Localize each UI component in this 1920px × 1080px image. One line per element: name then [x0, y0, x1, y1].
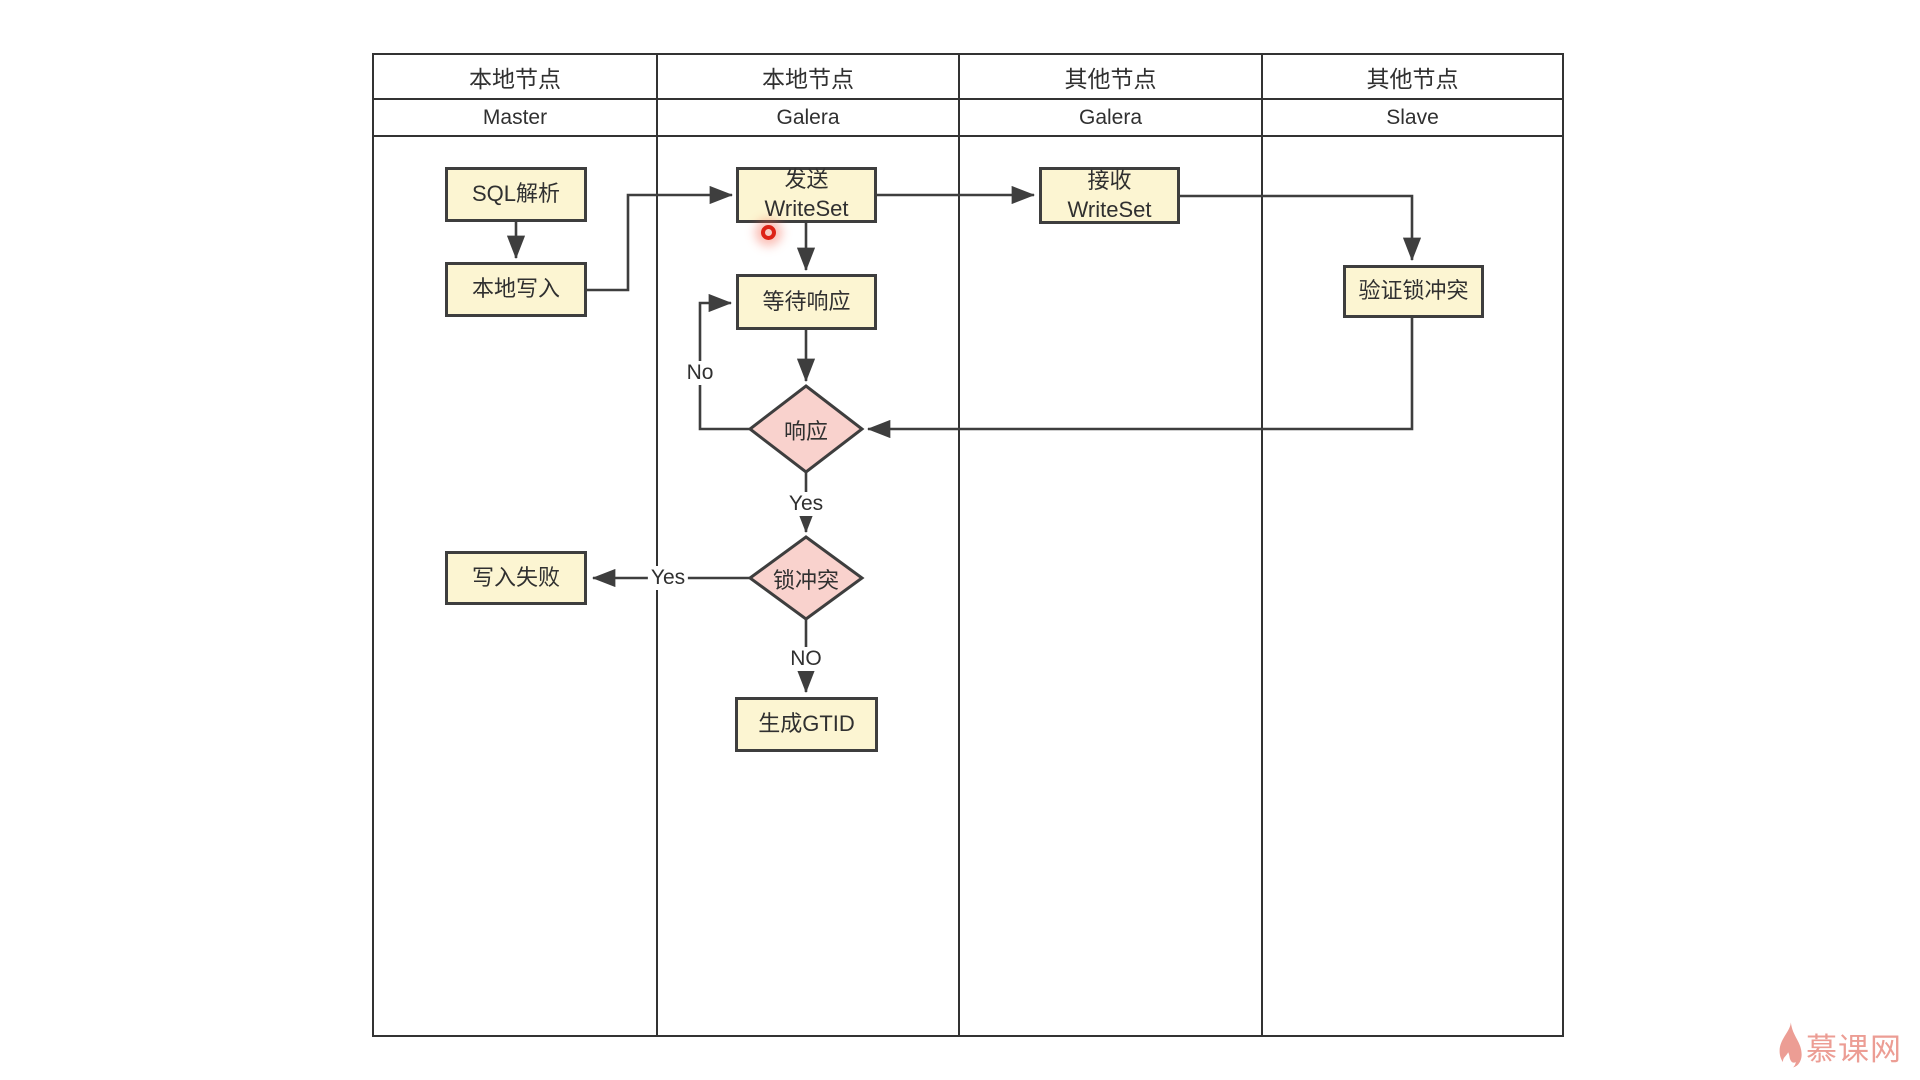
- lane-header-local-master: 本地节点: [374, 55, 658, 100]
- node-send-writeset: 发送 WriteSet: [736, 167, 877, 223]
- lane-subtitle: Galera: [776, 105, 840, 129]
- lane-subtitle: Slave: [1386, 105, 1439, 129]
- edge-label-yes-response: Yes: [785, 492, 827, 516]
- lane-title: 其他节点: [1064, 65, 1157, 92]
- lane-header-other-slave: 其他节点: [1263, 55, 1562, 100]
- node-verify-lock-conflict: 验证锁冲突: [1343, 265, 1484, 318]
- laser-pointer-dot: [761, 225, 776, 240]
- lane-subtitle: Galera: [1078, 105, 1143, 129]
- node-sql-parse: SQL解析: [445, 167, 587, 222]
- node-wait-response: 等待响应: [736, 274, 877, 330]
- node-write-fail: 写入失败: [445, 551, 587, 605]
- lane-title: 本地节点: [762, 65, 854, 92]
- edge-label-yes-conflict: Yes: [647, 566, 689, 590]
- lane-header-local-galera: 本地节点: [658, 55, 960, 100]
- node-local-write: 本地写入: [445, 262, 587, 317]
- decision-lock-conflict-label: 锁冲突: [772, 568, 840, 593]
- node-generate-gtid: 生成GTID: [735, 697, 878, 752]
- lane-body-galera-1: [658, 137, 960, 1035]
- lane-header-other-galera: 其他节点: [960, 55, 1263, 100]
- lane-title: 其他节点: [1366, 65, 1459, 92]
- lane-subtitle: Master: [482, 105, 548, 129]
- edge-label-no: No: [683, 361, 717, 385]
- lane-title: 本地节点: [469, 65, 561, 92]
- lane-subheader-master: Master: [374, 100, 658, 137]
- edge-label-no-conflict: NO: [787, 647, 825, 671]
- lane-body-galera-2: [960, 137, 1263, 1035]
- lane-subheader-galera-2: Galera: [960, 100, 1263, 137]
- brand-watermark: 慕课网: [1776, 1022, 1902, 1070]
- flame-icon: [1779, 1022, 1802, 1069]
- lane-subheader-galera-1: Galera: [658, 100, 960, 137]
- lane-subheader-slave: Slave: [1263, 100, 1562, 137]
- decision-response-label: 响应: [783, 419, 829, 444]
- brand-name: 慕课网: [1806, 1031, 1902, 1067]
- node-receive-writeset: 接收 WriteSet: [1039, 167, 1180, 224]
